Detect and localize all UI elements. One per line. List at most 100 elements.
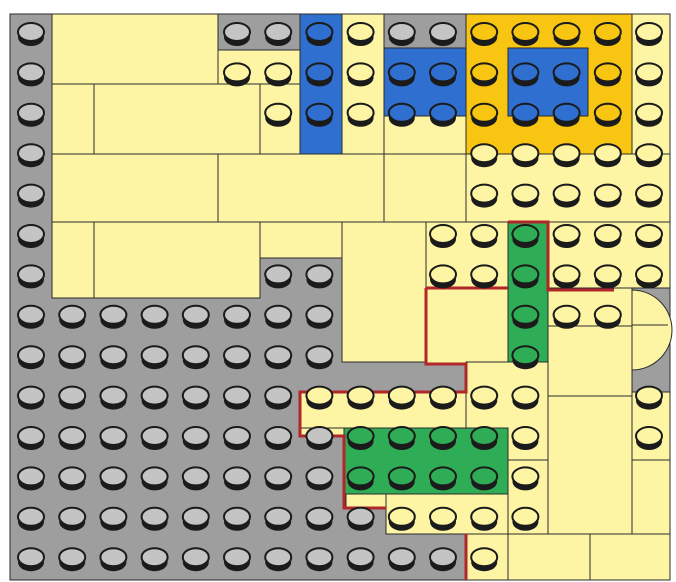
studs-layer [17, 22, 663, 572]
gray-stud [17, 224, 45, 248]
stud-top [511, 304, 540, 325]
gray-stud [140, 547, 169, 572]
yellow-stud [470, 22, 499, 46]
gray-stud [17, 506, 45, 531]
yellow-stud [552, 22, 581, 46]
tan-stud [346, 102, 375, 127]
tan-tile [631, 459, 671, 535]
tan-stud [346, 62, 375, 87]
round-tile [631, 289, 673, 371]
stud-top [387, 426, 416, 446]
stud-top [223, 62, 251, 83]
green-stud [387, 426, 416, 450]
gray-stud [264, 264, 293, 289]
stud-top [305, 385, 334, 406]
blue-stud [387, 62, 416, 87]
tan-tile [93, 221, 261, 299]
stud-top [17, 385, 45, 406]
gray-stud [429, 547, 457, 572]
blue-stud [552, 62, 581, 87]
tan-stud [511, 385, 540, 410]
tan-stud [346, 385, 375, 410]
stud-top [223, 547, 251, 568]
stud-top [511, 143, 540, 164]
stud-top [429, 264, 457, 285]
gray-stud [99, 547, 128, 572]
stud-top [429, 385, 457, 406]
gray-stud [17, 62, 45, 87]
stud-top [635, 183, 663, 204]
gray-stud [181, 426, 210, 450]
stud-top [264, 426, 293, 446]
tan-stud [223, 62, 251, 87]
stud-top [17, 304, 45, 325]
stud-top [181, 547, 210, 568]
tan-stud [387, 385, 416, 410]
tan-stud [593, 183, 622, 208]
stud-top [140, 506, 169, 527]
green-stud [511, 264, 540, 289]
stud-top [223, 304, 251, 325]
stud-top [387, 62, 416, 83]
stud-top [223, 385, 251, 406]
stud-top [223, 466, 251, 487]
gray-stud [387, 22, 416, 46]
tan-stud [635, 22, 663, 46]
stud-top [387, 547, 416, 568]
stud-top [511, 183, 540, 204]
stud-top [99, 547, 128, 568]
stud-top [264, 345, 293, 366]
tan-stud [552, 143, 581, 168]
stud-top [99, 345, 128, 366]
stud-top [264, 102, 293, 123]
gray-stud [223, 547, 251, 572]
gray-stud [58, 304, 87, 329]
stud-top [635, 22, 663, 42]
stud-top [99, 426, 128, 446]
tan-stud [635, 62, 663, 87]
stud-top [140, 466, 169, 487]
stud-top [181, 426, 210, 446]
tan-stud [511, 466, 540, 491]
gray-stud [17, 183, 45, 208]
stud-top [593, 183, 622, 204]
gray-stud [305, 547, 334, 572]
gray-stud [429, 22, 457, 46]
gray-stud [223, 426, 251, 450]
green-stud [511, 304, 540, 329]
stud-top [305, 304, 334, 325]
stud-top [552, 224, 581, 244]
stud-top [511, 102, 540, 123]
green-stud [346, 466, 375, 491]
stud-top [346, 22, 375, 42]
green-stud [346, 426, 375, 450]
tan-stud [470, 224, 499, 248]
tan-stud [635, 426, 663, 450]
gray-stud [181, 466, 210, 491]
tan-stud [635, 385, 663, 410]
tan-tile [51, 221, 95, 299]
stud-top [264, 304, 293, 325]
stud-top [140, 547, 169, 568]
gray-stud [58, 385, 87, 410]
stud-top [511, 264, 540, 285]
stud-top [470, 466, 499, 487]
tan-stud [470, 385, 499, 410]
stud-top [17, 102, 45, 123]
stud-top [470, 506, 499, 527]
gray-stud [305, 506, 334, 531]
stud-top [635, 264, 663, 285]
green-stud [511, 224, 540, 248]
gray-stud [305, 304, 334, 329]
stud-top [593, 304, 622, 325]
stud-top [181, 506, 210, 527]
stud-top [17, 62, 45, 83]
stud-top [470, 547, 499, 568]
tan-stud [305, 385, 334, 410]
stud-top [264, 62, 293, 83]
stud-top [264, 466, 293, 487]
gray-stud [140, 506, 169, 531]
stud-top [17, 224, 45, 244]
tan-stud [593, 264, 622, 289]
